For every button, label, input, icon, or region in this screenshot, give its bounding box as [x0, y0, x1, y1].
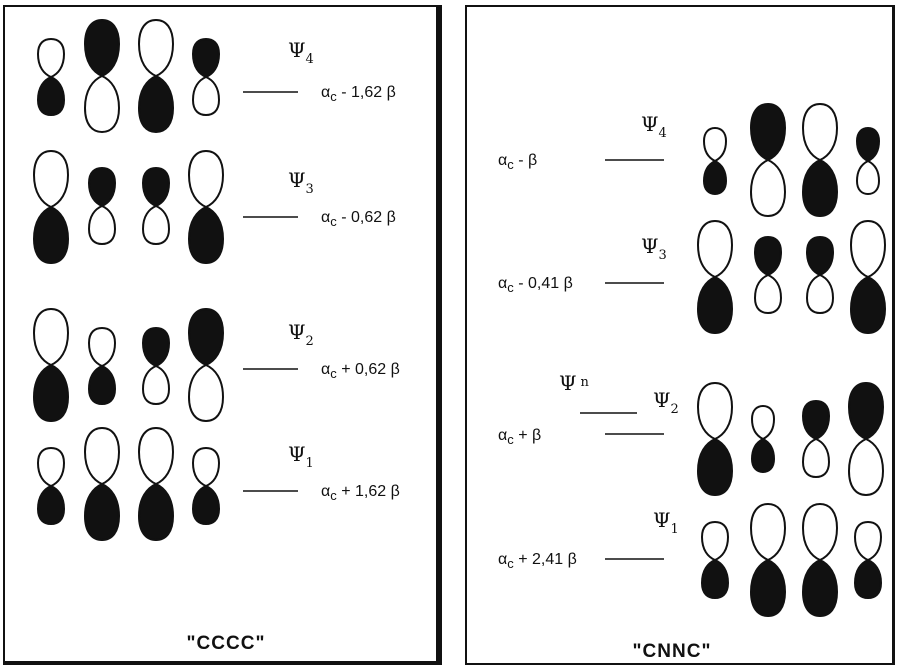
p-orbital	[750, 103, 786, 217]
cccc-psi4-label: Ψ4	[288, 38, 314, 67]
p-orbital	[138, 427, 174, 541]
p-orbital	[192, 38, 220, 116]
cnnc-psi4-orbitals	[703, 103, 880, 217]
p-orbital	[802, 103, 838, 217]
p-orbital	[856, 127, 880, 195]
cnnc-psi1-energy: αc + 2,41 β	[498, 551, 577, 571]
p-orbital	[88, 167, 116, 245]
cccc-psi3-energy: αc - 0,62 β	[321, 209, 396, 229]
cccc-title: "CCCC"	[187, 633, 266, 654]
p-orbital	[88, 327, 116, 405]
p-orbital	[84, 19, 120, 133]
cnnc-psi4-energy: αc - β	[498, 152, 537, 172]
cccc-diagram: Ψ4 αc - 1,62 β Ψ3 αc - 0,62 β Ψ2 αc + 0,…	[33, 19, 400, 654]
p-orbital	[701, 521, 729, 599]
cccc-panel: Ψ4 αc - 1,62 β Ψ3 αc - 0,62 β Ψ2 αc + 0,…	[3, 5, 442, 665]
p-orbital	[751, 405, 775, 473]
p-orbital	[138, 19, 174, 133]
cnnc-psi3-energy: αc - 0,41 β	[498, 275, 573, 295]
p-orbital	[142, 327, 170, 405]
cccc-psi2-energy: αc + 0,62 β	[321, 361, 400, 381]
cnnc-psi2-energy: αc + β	[498, 427, 541, 447]
cnnc-title: "CNNC"	[633, 641, 712, 662]
p-orbital	[37, 38, 65, 116]
cccc-psi1-label: Ψ1	[288, 442, 314, 471]
p-orbital	[802, 400, 830, 478]
cccc-psi2-orbitals	[33, 308, 224, 422]
p-orbital	[854, 521, 882, 599]
cnnc-psi1-orbitals	[701, 503, 882, 617]
cccc-psi2-label: Ψ2	[288, 320, 314, 349]
cnnc-psi4-label: Ψ4	[641, 112, 667, 141]
p-orbital	[192, 447, 220, 525]
p-orbital	[806, 236, 834, 314]
p-orbital	[697, 220, 733, 334]
cccc-psi3-label: Ψ3	[288, 168, 314, 197]
p-orbital	[697, 382, 733, 496]
p-orbital	[848, 382, 884, 496]
p-orbital	[188, 308, 224, 422]
p-orbital	[33, 308, 69, 422]
cnnc-psi2-label: Ψ2	[653, 388, 679, 417]
cnnc-psi3-label: Ψ3	[641, 234, 667, 263]
p-orbital	[142, 167, 170, 245]
p-orbital	[33, 150, 69, 264]
cccc-psi3-orbitals	[33, 150, 224, 264]
p-orbital	[703, 127, 727, 195]
cccc-psi4-orbitals	[37, 19, 220, 133]
p-orbital	[802, 503, 838, 617]
p-orbital	[84, 427, 120, 541]
cnnc-psi2-orbitals	[697, 382, 884, 496]
p-orbital	[754, 236, 782, 314]
p-orbital	[850, 220, 886, 334]
p-orbital	[750, 503, 786, 617]
cccc-psi4-energy: αc - 1,62 β	[321, 84, 396, 104]
p-orbital	[188, 150, 224, 264]
cnnc-psi3-orbitals	[697, 220, 886, 334]
cccc-psi1-orbitals	[37, 427, 220, 541]
p-orbital	[37, 447, 65, 525]
cnnc-psi1-label: Ψ1	[653, 508, 679, 537]
cccc-psi1-energy: αc + 1,62 β	[321, 483, 400, 503]
